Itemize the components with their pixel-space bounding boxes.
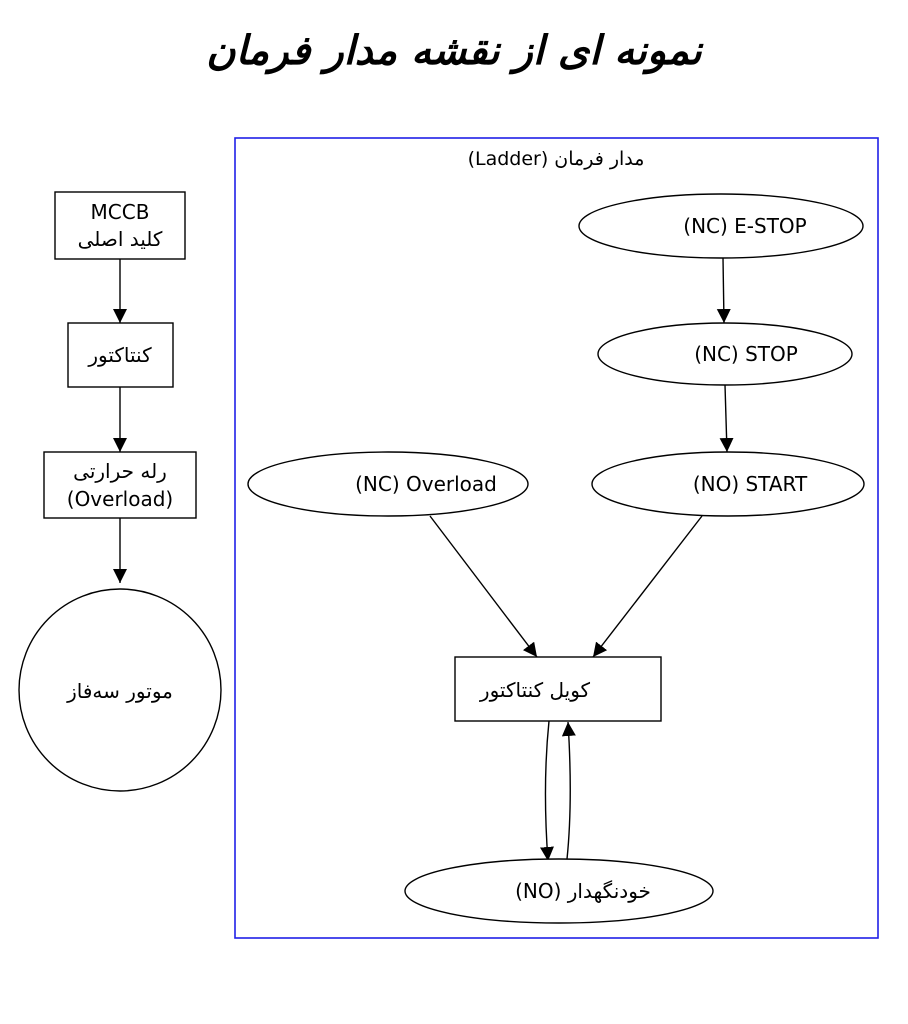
cluster-label: مدار فرمان (Ladder) (468, 148, 645, 170)
node-start-label: (NO) START (693, 472, 808, 496)
control-circuit-cluster: مدار فرمان (Ladder) (234, 137, 879, 939)
edge-coil-holding (539, 720, 554, 862)
node-overload-relay: رله حرارتی (Overload) (43, 451, 197, 519)
node-stop-label: (NC) STOP (694, 342, 798, 366)
node-overload-label: (NC) Overload (355, 472, 497, 496)
node-overload-relay-line1: رله حرارتی (73, 459, 167, 483)
node-mccb-line2: کلید اصلی (78, 227, 163, 251)
edge-stop-start (719, 384, 734, 453)
node-estop: (NC) E-STOP (578, 193, 864, 259)
edge-estop-stop (716, 257, 731, 324)
edge-holding-coil (561, 721, 576, 860)
edge-overload-coil (429, 515, 538, 658)
edge-start-coil (592, 515, 703, 658)
node-coil: کویل کنتاکتور (454, 656, 662, 722)
node-holding: خودنگهدار (NO) (404, 858, 714, 924)
node-start: (NO) START (591, 451, 865, 517)
node-motor: موتور سه‌فاز (18, 588, 222, 792)
node-stop: (NC) STOP (597, 322, 853, 386)
node-motor-label: موتور سه‌فاز (66, 679, 173, 703)
node-contactor: کنتاکتور (67, 322, 174, 388)
node-overload: (NC) Overload (247, 451, 529, 517)
node-contactor-label: کنتاکتور (87, 343, 152, 367)
page-title: نمونه ای از نقشه مدار فرمان (206, 28, 702, 74)
node-overload-relay-line2: (Overload) (67, 487, 173, 511)
node-estop-label: (NC) E-STOP (683, 214, 806, 238)
node-mccb: MCCB کلید اصلی (54, 191, 186, 260)
node-mccb-line1: MCCB (91, 200, 150, 224)
node-coil-label: کویل کنتاکتور (479, 678, 591, 702)
node-holding-label: خودنگهدار (NO) (515, 879, 651, 903)
